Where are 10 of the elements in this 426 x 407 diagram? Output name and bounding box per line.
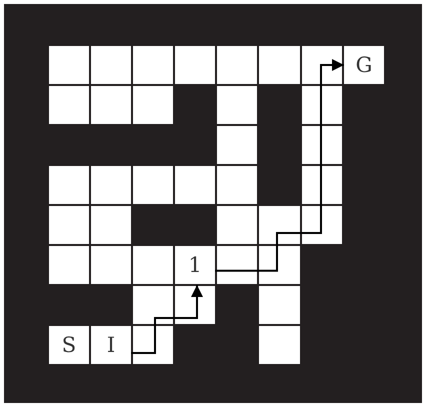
maze-cell xyxy=(49,326,89,364)
path-arrow xyxy=(131,285,203,354)
path-arrow xyxy=(215,59,344,272)
maze-cell xyxy=(344,46,384,84)
cell-label: G xyxy=(356,54,372,76)
cell-label: S xyxy=(62,334,76,356)
maze-cell xyxy=(91,326,131,364)
maze-cell xyxy=(175,246,215,284)
cell-label: 1 xyxy=(188,254,202,276)
cell-label: I xyxy=(106,334,116,356)
